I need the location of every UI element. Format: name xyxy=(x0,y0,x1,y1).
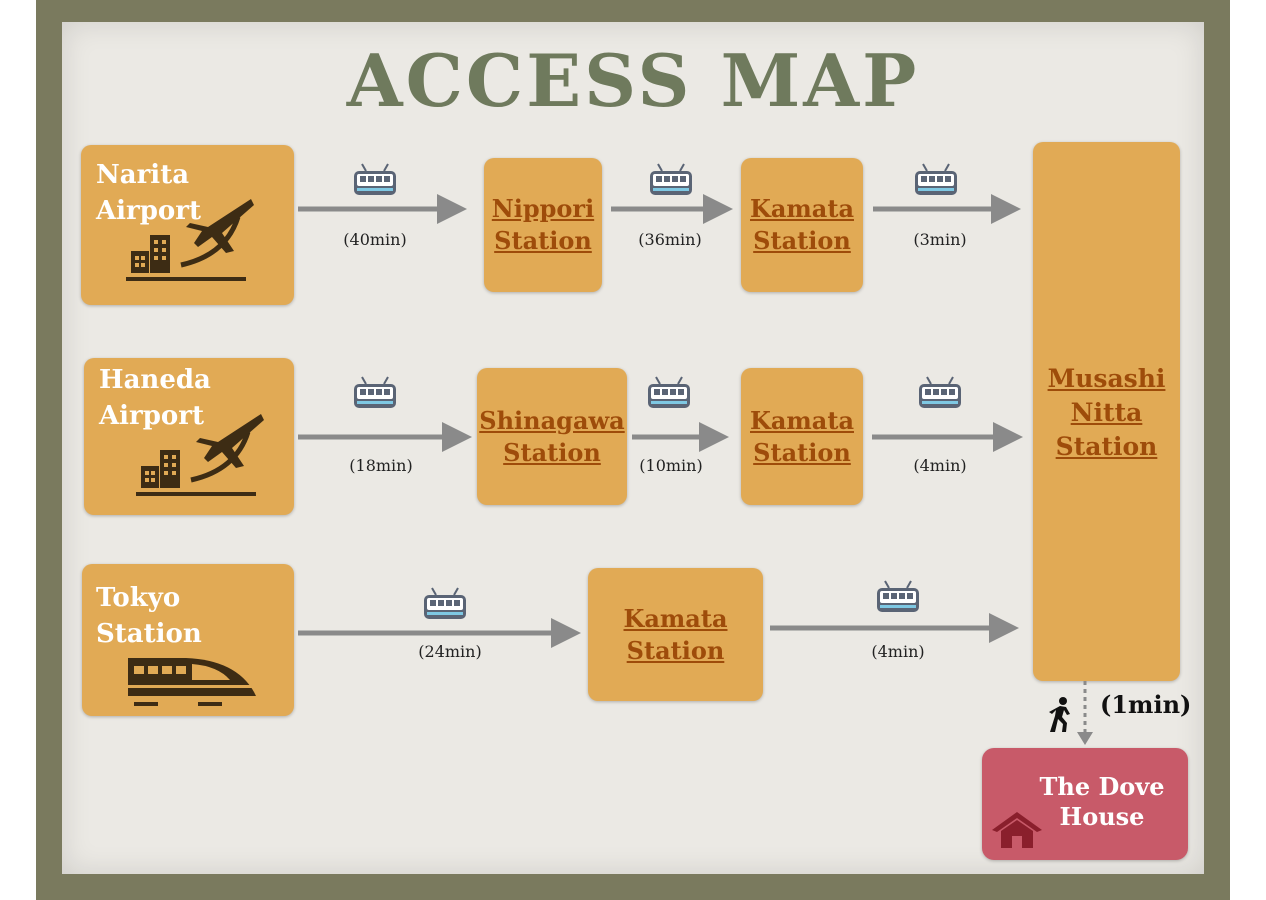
walking-person-icon xyxy=(1049,697,1070,732)
station-name[interactable]: Kamata xyxy=(623,603,728,633)
station-musashi-nitta: Musashi Nitta Station xyxy=(1033,142,1180,681)
destination-dove-house: The Dove House xyxy=(982,748,1188,860)
origin-tokyo: Tokyo Station xyxy=(82,564,294,716)
page-title: ACCESS MAP xyxy=(346,38,920,123)
destination-label: The Dove House xyxy=(1039,772,1165,831)
station-name[interactable]: Station xyxy=(1055,432,1158,461)
duration-label: (18min) xyxy=(349,456,413,475)
station-shinagawa: Shinagawa Station xyxy=(477,368,627,505)
station-name[interactable]: Nitta xyxy=(1070,398,1143,427)
duration-label: (24min) xyxy=(418,642,482,661)
airport-icon xyxy=(126,199,254,281)
station-kamata-2: Kamata Station xyxy=(741,368,863,505)
station-name[interactable]: Musashi xyxy=(1047,364,1166,393)
train-icon xyxy=(354,376,396,408)
station-name[interactable]: Station xyxy=(494,226,592,255)
origin-label: Narita Airport xyxy=(96,160,201,226)
station-name[interactable]: Station xyxy=(503,437,601,467)
station-name[interactable]: Nippori xyxy=(491,194,595,223)
station-kamata-3: Kamata Station xyxy=(588,568,763,701)
train-icon xyxy=(354,163,396,195)
origin-narita: Narita Airport xyxy=(81,145,294,305)
walk-duration: (1min) xyxy=(1100,690,1192,719)
duration-label: (4min) xyxy=(913,456,967,475)
train-icon xyxy=(919,376,961,408)
train-icon xyxy=(915,163,957,195)
origin-label: Haneda Airport xyxy=(99,365,211,431)
station-name[interactable]: Shinagawa xyxy=(479,405,625,435)
duration-label: (4min) xyxy=(871,642,925,661)
station-name[interactable]: Station xyxy=(753,437,851,467)
station-nippori: Nippori Station xyxy=(484,158,602,292)
station-name[interactable]: Kamata xyxy=(750,405,854,435)
duration-label: (40min) xyxy=(343,230,407,249)
train-icon xyxy=(877,580,919,612)
origin-haneda: Haneda Airport xyxy=(84,358,294,515)
train-icon xyxy=(424,587,466,619)
train-icon xyxy=(650,163,692,195)
duration-label: (36min) xyxy=(638,230,702,249)
station-name[interactable]: Station xyxy=(753,226,851,255)
station-kamata-1: Kamata Station xyxy=(741,158,863,292)
origin-label: Tokyo Station xyxy=(96,583,202,649)
duration-label: (3min) xyxy=(913,230,967,249)
train-icon xyxy=(648,376,690,408)
duration-label: (10min) xyxy=(639,456,703,475)
station-name[interactable]: Kamata xyxy=(750,194,854,223)
house-icon xyxy=(992,812,1042,848)
shinkansen-icon xyxy=(128,658,256,706)
airport-icon xyxy=(136,414,264,496)
station-name[interactable]: Station xyxy=(626,635,725,665)
